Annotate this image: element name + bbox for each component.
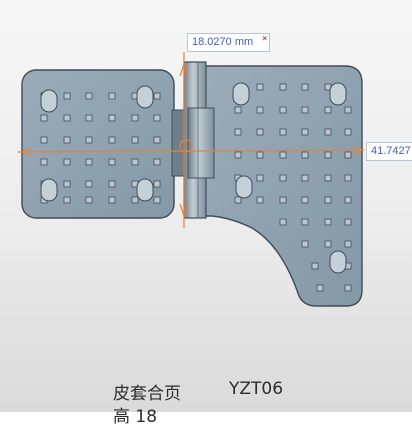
cad-viewport[interactable]: 18.0270 mm × 41.7427	[0, 0, 412, 412]
square-hole	[279, 106, 287, 114]
square-hole	[108, 196, 116, 204]
square-hole	[153, 158, 161, 166]
square-hole	[256, 196, 264, 204]
hinge-knuckle-center[interactable]	[187, 107, 215, 179]
square-hole	[344, 218, 352, 226]
square-hole	[85, 180, 93, 188]
square-hole	[324, 128, 332, 136]
square-hole	[63, 180, 71, 188]
square-hole	[234, 128, 242, 136]
square-hole	[40, 114, 48, 122]
square-hole	[108, 136, 116, 144]
square-hole	[234, 196, 242, 204]
square-hole	[256, 174, 264, 182]
square-hole	[301, 83, 309, 91]
square-hole	[40, 136, 48, 144]
square-hole	[85, 196, 93, 204]
square-hole	[153, 114, 161, 122]
square-hole	[279, 174, 287, 182]
square-hole	[256, 83, 264, 91]
slot-hole	[329, 82, 347, 106]
slot-hole	[232, 82, 250, 106]
slot-hole	[136, 85, 154, 109]
product-code: YZT06	[229, 379, 284, 399]
mounting-holes	[40, 82, 352, 292]
square-hole	[131, 158, 139, 166]
pivot-marker[interactable]	[179, 139, 193, 153]
square-hole	[279, 218, 287, 226]
square-hole	[344, 106, 352, 114]
square-hole	[153, 196, 161, 204]
slot-hole	[235, 175, 253, 199]
square-hole	[301, 196, 309, 204]
square-hole	[131, 114, 139, 122]
square-hole	[324, 174, 332, 182]
square-hole	[63, 158, 71, 166]
square-hole	[311, 262, 319, 270]
square-hole	[301, 106, 309, 114]
slot-hole	[40, 89, 58, 113]
square-hole	[63, 136, 71, 144]
square-hole	[344, 151, 352, 159]
square-hole	[316, 284, 324, 292]
square-hole	[85, 92, 93, 100]
dimension-horizontal[interactable]	[17, 145, 365, 157]
square-hole	[153, 136, 161, 144]
hinge-model[interactable]	[0, 0, 412, 412]
square-hole	[85, 136, 93, 144]
square-hole	[344, 196, 352, 204]
square-hole	[279, 128, 287, 136]
square-hole	[108, 114, 116, 122]
slot-hole	[329, 250, 347, 274]
square-hole	[279, 151, 287, 159]
square-hole	[279, 83, 287, 91]
square-hole	[85, 114, 93, 122]
square-hole	[324, 151, 332, 159]
square-hole	[63, 92, 71, 100]
square-hole	[63, 114, 71, 122]
square-hole	[344, 240, 352, 248]
square-hole	[131, 136, 139, 144]
slot-hole	[136, 178, 154, 202]
square-hole	[324, 240, 332, 248]
square-hole	[153, 180, 161, 188]
square-hole	[85, 158, 93, 166]
square-hole	[131, 196, 139, 204]
square-hole	[234, 106, 242, 114]
square-hole	[256, 128, 264, 136]
square-hole	[63, 196, 71, 204]
square-hole	[324, 218, 332, 226]
square-hole	[324, 106, 332, 114]
square-hole	[301, 128, 309, 136]
square-hole	[324, 196, 332, 204]
product-height: 高 18	[113, 407, 158, 427]
close-icon[interactable]: ×	[262, 34, 267, 43]
right-plate[interactable]	[203, 65, 363, 307]
square-hole	[344, 128, 352, 136]
dimension-label-height[interactable]: 18.0270 mm ×	[187, 33, 270, 52]
square-hole	[108, 180, 116, 188]
square-hole	[301, 174, 309, 182]
square-hole	[40, 158, 48, 166]
square-hole	[256, 151, 264, 159]
square-hole	[301, 151, 309, 159]
square-hole	[279, 196, 287, 204]
square-hole	[301, 218, 309, 226]
product-name: 皮套合页	[113, 384, 181, 404]
square-hole	[108, 158, 116, 166]
square-hole	[108, 92, 116, 100]
square-hole	[344, 284, 352, 292]
dimension-value-height: 18.0270 mm	[192, 36, 254, 48]
slot-hole	[40, 178, 58, 202]
square-hole	[256, 106, 264, 114]
dimension-label-width[interactable]: 41.7427	[366, 142, 412, 161]
square-hole	[301, 240, 309, 248]
square-hole	[234, 151, 242, 159]
dimension-value-width: 41.7427	[371, 145, 411, 157]
square-hole	[153, 92, 161, 100]
square-hole	[344, 174, 352, 182]
